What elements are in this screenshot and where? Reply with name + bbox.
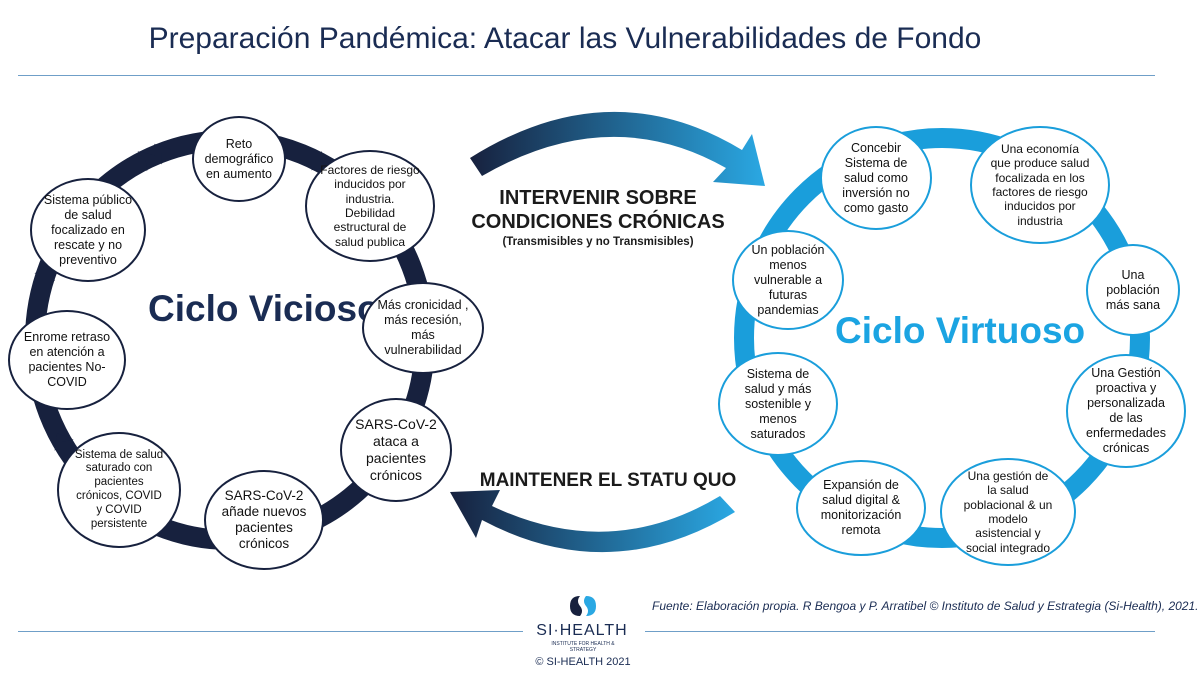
vicious-node: Enrome retraso en atención a pacientes N… bbox=[8, 310, 126, 410]
virtuous-node: Sistema de salud y más sostenible y meno… bbox=[718, 352, 838, 456]
vicious-node: SARS-CoV-2 ataca a pacientes crónicos bbox=[340, 398, 452, 502]
vicious-node: Más cronicidad , más recesión, más vulne… bbox=[362, 282, 484, 374]
brand-tagline: INSTITUTE FOR HEALTH & STRATEGY bbox=[551, 641, 615, 653]
top-rule bbox=[18, 75, 1155, 76]
vicious-node: Sistema público de salud focalizado en r… bbox=[30, 178, 146, 282]
intervene-sub: (Transmisibles y no Transmisibles) bbox=[502, 236, 694, 248]
copyright: © SI-HEALTH 2021 bbox=[535, 656, 631, 668]
vicious-node: Reto demográfico en aumento bbox=[192, 116, 286, 202]
virtuous-node: Expansión de salud digital & monitorizac… bbox=[796, 460, 926, 556]
source-note: Fuente: Elaboración propia. R Bengoa y P… bbox=[652, 599, 1199, 613]
bottom-rule-right bbox=[645, 631, 1155, 632]
vicious-node: Factores de riesgo inducidos por industr… bbox=[305, 150, 435, 262]
bottom-rule-left bbox=[18, 631, 523, 632]
virtuous-node: Una gestión de la salud poblacional & un… bbox=[940, 458, 1076, 566]
vicious-node: SARS-CoV-2 añade nuevos pacientes crónic… bbox=[204, 470, 324, 570]
vicious-node: Sistema de salud saturado con pacientes … bbox=[57, 432, 181, 548]
virtuous-ring bbox=[734, 128, 1150, 548]
virtuous-node: Una Gestión proactiva y personalizada de… bbox=[1066, 354, 1186, 468]
maintain-arrow bbox=[450, 490, 735, 553]
virtuous-cycle-label: Ciclo Virtuoso bbox=[835, 310, 1086, 351]
intervene-line1: INTERVENIR SOBRE bbox=[499, 187, 697, 209]
vicious-cycle-label: Ciclo Vicioso bbox=[148, 288, 380, 329]
intervene-label: INTERVENIR SOBRE CONDICIONES CRÓNICAS (T… bbox=[468, 186, 728, 250]
ring-chevron bbox=[153, 143, 171, 165]
brand-name: SI·HEALTH bbox=[536, 622, 628, 639]
virtuous-node: Un población menos vulnerable a futuras … bbox=[732, 230, 844, 330]
virtuous-node: Concebir Sistema de salud como inversión… bbox=[820, 126, 932, 230]
maintain-label: MAINTENER EL STATU QUO bbox=[479, 470, 737, 491]
ring-chevron bbox=[137, 151, 155, 172]
si-health-logo bbox=[570, 596, 596, 616]
ring-chevron bbox=[54, 433, 74, 451]
page-title: Preparación Pandémica: Atacar las Vulner… bbox=[148, 22, 982, 55]
intervene-line2: CONDICIONES CRÓNICAS bbox=[471, 211, 725, 233]
intervene-arrow bbox=[470, 111, 765, 186]
virtuous-node: Una economía que produce salud focalizad… bbox=[970, 126, 1110, 244]
virtuous-node: Una población más sana bbox=[1086, 244, 1180, 336]
